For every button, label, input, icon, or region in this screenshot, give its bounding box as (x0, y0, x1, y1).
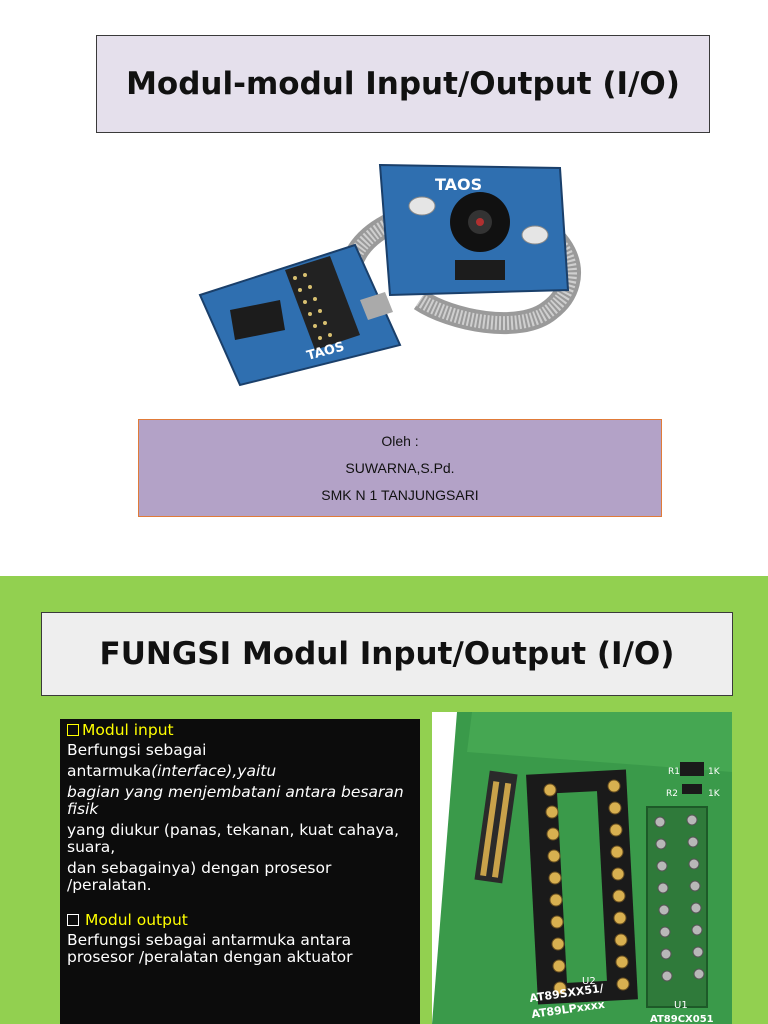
pcb-label-chip-3: AT89CX051 (650, 1014, 714, 1024)
input-line-5: dan sebagainya) dengan prosesor /peralat… (67, 859, 332, 894)
author-line-1: Oleh : (381, 432, 419, 449)
input-line-3: bagian yang menjembatani antara besaran … (67, 783, 404, 818)
pcb-label-1k-b: 1K (708, 789, 721, 799)
pcb-label-r2: R2 (666, 789, 678, 799)
color-sensor-module-image: TAOS TAOS (198, 163, 581, 387)
input-line-1: Berfungsi sebagai (67, 741, 207, 759)
author-school: SMK N 1 TANJUNGSARI (321, 486, 479, 503)
module-label-top: TAOS (435, 175, 482, 194)
input-heading: Modul input (67, 722, 420, 739)
pcb-label-1k-a: 1K (708, 767, 721, 777)
checkbox-bullet-icon (67, 914, 79, 926)
pcb-label-r1: R1 (668, 767, 680, 777)
author-box: Oleh : SUWARNA,S.Pd. SMK N 1 TANJUNGSARI (138, 419, 662, 517)
input-line-2: antarmuka(interface),yaitu (67, 762, 277, 780)
output-heading: Modul output (67, 912, 420, 929)
pcb-label-u2: U2 (582, 976, 596, 987)
pcb-board-image: R1 R2 1K 1K U2 AT89SXX51/ AT89LPxxxx U1 … (432, 712, 732, 1024)
slide-2-title: FUNGSI Modul Input/Output (I/O) (41, 612, 733, 696)
checkbox-bullet-icon (67, 724, 79, 736)
slide-1: Modul-modul Input/Output (I/O) TAOS TAOS… (96, 35, 710, 517)
text-panel: Modul input Berfungsi sebagai antarmuka(… (60, 719, 420, 1024)
output-line-1: Berfungsi sebagai antarmuka antara prose… (67, 931, 353, 966)
pcb-label-u1: U1 (674, 1000, 688, 1011)
author-name: SUWARNA,S.Pd. (345, 459, 455, 476)
input-line-4: yang diukur (panas, tekanan, kuat cahaya… (67, 821, 400, 856)
slide-2: FUNGSI Modul Input/Output (I/O) Modul in… (0, 576, 768, 1024)
slide-1-title: Modul-modul Input/Output (I/O) (96, 35, 710, 133)
